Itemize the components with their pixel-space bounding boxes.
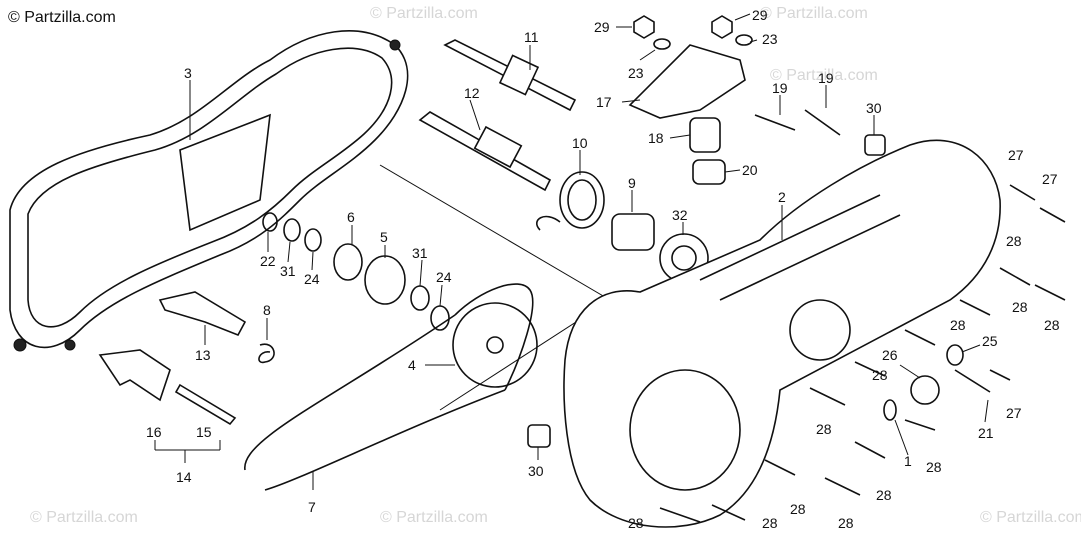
callout-18: 18: [648, 130, 664, 146]
part-shaft-11: [443, 39, 577, 112]
callout-30: 30: [528, 463, 544, 479]
part-collar-20: [692, 159, 726, 185]
copyright-label: © Partzilla.com: [8, 9, 116, 26]
callout-27: 27: [1042, 171, 1058, 187]
part-gasket: [9, 30, 409, 352]
callout-28: 28: [838, 515, 854, 531]
part-gear-6: [333, 243, 363, 281]
callout-14: 14: [176, 469, 192, 485]
watermark: © Partzilla.com: [770, 67, 878, 84]
part-dowel-30: [527, 424, 551, 448]
leader-lines: [154, 13, 989, 490]
callout-28: 28: [876, 487, 892, 503]
part-washer-24: [430, 305, 450, 331]
part-bushing-9: [611, 213, 655, 251]
part-nut-29: [711, 15, 733, 39]
part-nut-29: [633, 15, 655, 39]
callout-32: 32: [672, 207, 688, 223]
callout-31: 31: [280, 263, 296, 279]
callout-20: 20: [742, 162, 758, 178]
part-ring-31: [283, 218, 301, 242]
part-dowel-30: [864, 134, 886, 156]
callout-13: 13: [195, 347, 211, 363]
callout-21: 21: [978, 425, 994, 441]
callout-1: 1: [904, 453, 912, 469]
callout-29: 29: [752, 7, 768, 23]
callout-23: 23: [628, 65, 644, 81]
callout-27: 27: [1006, 405, 1022, 421]
callout-5: 5: [380, 229, 388, 245]
watermark: © Partzilla.com: [380, 509, 488, 526]
callout-23: 23: [762, 31, 778, 47]
callout-28: 28: [790, 501, 806, 517]
part-collar-18: [689, 117, 721, 153]
part-ring-31: [410, 285, 430, 311]
part-spring-10: [536, 171, 605, 231]
callout-28: 28: [1012, 299, 1028, 315]
callout-29: 29: [594, 19, 610, 35]
callout-16: 16: [146, 424, 162, 440]
callout-28: 28: [1006, 233, 1022, 249]
callout-28: 28: [872, 367, 888, 383]
part-bracket-16: [98, 349, 171, 402]
callout-28: 28: [950, 317, 966, 333]
callout-6: 6: [347, 209, 355, 225]
watermark-layer: © Partzilla.com © Partzilla.com © Partzi…: [30, 5, 1081, 526]
callout-11: 11: [524, 29, 539, 45]
callout-3: 3: [184, 65, 192, 81]
callout-22: 22: [260, 253, 276, 269]
part-oring-1: [883, 399, 897, 421]
part-spring-8: [258, 343, 275, 364]
callout-17: 17: [596, 94, 612, 110]
part-bracket-17: [628, 44, 746, 119]
callout-27: 27: [1008, 147, 1024, 163]
callout-8: 8: [263, 302, 271, 318]
callout-28: 28: [1044, 317, 1060, 333]
part-washer-24: [304, 228, 322, 252]
watermark: © Partzilla.com: [980, 509, 1081, 526]
part-seal-26: [910, 375, 940, 405]
callout-4: 4: [408, 357, 416, 373]
callout-9: 9: [628, 175, 636, 191]
part-pin-15: [174, 383, 237, 426]
callout-24: 24: [304, 271, 320, 287]
callout-30: 30: [866, 100, 882, 116]
callout-28: 28: [926, 459, 942, 475]
callout-7: 7: [308, 499, 316, 515]
callout-12: 12: [464, 85, 480, 101]
part-case-cover-2: [563, 139, 1001, 528]
part-arm-13: [158, 291, 247, 337]
callout-15: 15: [196, 424, 212, 440]
callout-28: 28: [762, 515, 778, 531]
watermark: © Partzilla.com: [370, 5, 478, 22]
part-ring-22: [262, 212, 278, 232]
callout-19: 19: [818, 70, 834, 86]
part-bolt-21: [954, 369, 991, 393]
watermark: © Partzilla.com: [760, 5, 868, 22]
callout-31: 31: [412, 245, 428, 261]
callout-10: 10: [572, 135, 588, 151]
part-bolts: [659, 184, 1066, 523]
part-washer-25: [946, 344, 964, 366]
part-washer-23: [653, 38, 671, 50]
part-stud-19: [754, 109, 841, 136]
callout-28: 28: [816, 421, 832, 437]
watermark: © Partzilla.com: [30, 509, 138, 526]
callout-2: 2: [778, 189, 786, 205]
part-chain-7: [244, 314, 506, 491]
callout-28: 28: [628, 515, 644, 531]
part-shaft-12: [418, 111, 552, 192]
callout-labels: 3 11 12 10 9 32 2 29 29 23 23 17 18 20 1…: [146, 7, 1060, 531]
callout-25: 25: [982, 333, 998, 349]
callout-19: 19: [772, 80, 788, 96]
callout-24: 24: [436, 269, 452, 285]
part-washer-23: [735, 34, 753, 46]
part-gear-5: [364, 255, 406, 305]
callout-26: 26: [882, 347, 898, 363]
